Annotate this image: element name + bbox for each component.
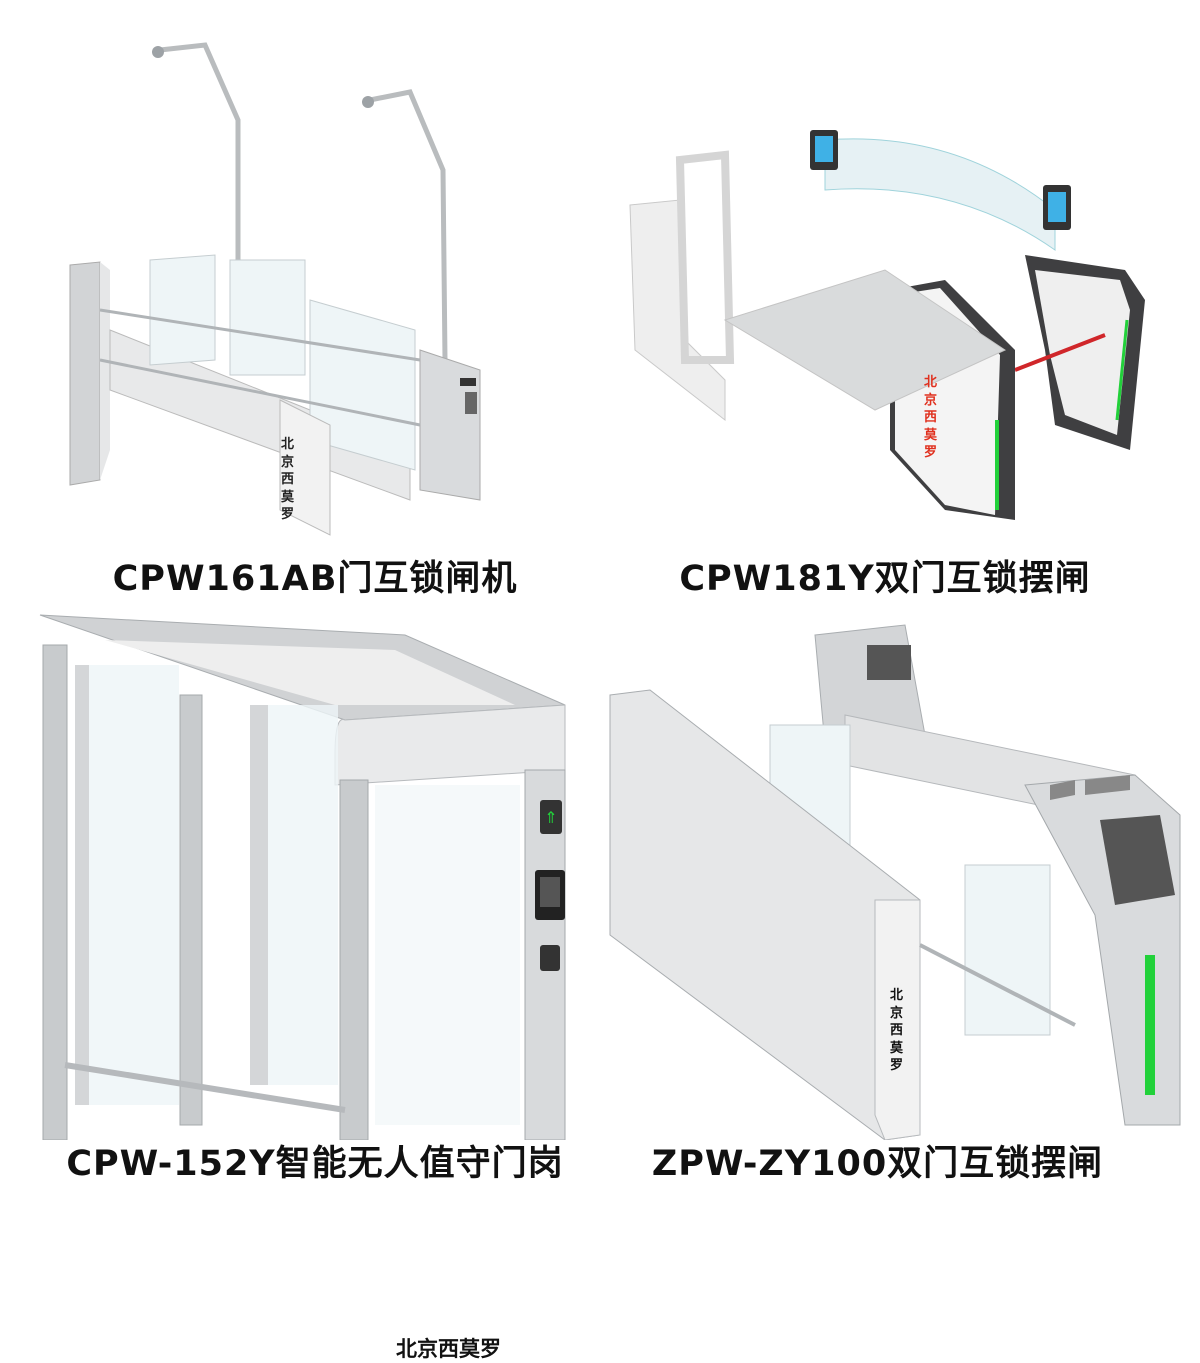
- product-card-cpw181y: 北 京 西 莫 罗 CPW181Y双门互锁摆闸: [600, 0, 1200, 600]
- swing-gate-illustration: [609, 624, 1181, 1140]
- face-reader-screen-icon: [1100, 815, 1175, 905]
- face-reader-screen-icon: [810, 130, 1071, 230]
- product-image-cpw152y: ⇑: [35, 605, 575, 1140]
- brand-vertical-label: 北 京 西 莫 罗: [281, 436, 294, 524]
- product-caption: ZPW-ZY100双门互锁摆闸: [651, 1144, 1104, 1184]
- brand-vertical-label: 北 京 西 莫 罗: [890, 987, 903, 1075]
- brand-horizontal-label: 北京西莫罗: [396, 1337, 501, 1361]
- brand-char: 北: [890, 988, 904, 1003]
- brand-vertical-label: 北 京 西 莫 罗: [924, 374, 937, 462]
- brand-char: 京: [890, 1005, 904, 1021]
- product-card-cpw152y: ⇑ 北京西莫罗 CPW-152Y智能无人值守门岗: [0, 600, 600, 1361]
- brand-char: 莫: [890, 1040, 904, 1056]
- brand-char: 罗: [924, 445, 938, 461]
- brand-char: 西: [890, 1023, 904, 1039]
- product-caption: CPW-152Y智能无人值守门岗: [66, 1144, 564, 1184]
- card-reader-icon: [540, 945, 560, 971]
- product-image-cpw161ab: [40, 30, 560, 540]
- brand-char: 北: [924, 375, 938, 390]
- product-caption: CPW161AB门互锁闸机: [112, 559, 518, 599]
- green-arrow-indicator-icon: [540, 800, 562, 834]
- brand-char: 莫: [281, 489, 295, 505]
- product-card-zpw-zy100: 北 京 西 莫 罗 ZPW-ZY100双门互锁摆闸: [600, 600, 1200, 1200]
- product-card-cpw161ab: 北 京 西 莫 罗 CPW161AB门互锁闸机: [0, 0, 600, 600]
- booth-illustration: ⇑: [39, 614, 566, 1140]
- brand-char: 西: [924, 410, 938, 426]
- turnstile-illustration: [69, 42, 481, 536]
- face-reader-screen-icon: [867, 645, 911, 680]
- brand-char: 罗: [281, 507, 295, 523]
- brand-char: 京: [924, 392, 938, 408]
- brand-char: 西: [281, 472, 295, 488]
- product-image-zpw-zy100: [605, 615, 1190, 1140]
- brand-char: 北: [281, 437, 295, 452]
- camera-pole-icon: [159, 42, 448, 361]
- brand-char: 罗: [890, 1058, 904, 1074]
- product-caption: CPW181Y双门互锁摆闸: [679, 559, 1091, 599]
- product-image-cpw181y: [625, 120, 1155, 540]
- svg-text:⇑: ⇑: [544, 808, 557, 827]
- swing-gate-illustration: [629, 130, 1145, 520]
- brand-char: 京: [281, 454, 295, 470]
- brand-char: 莫: [924, 427, 938, 443]
